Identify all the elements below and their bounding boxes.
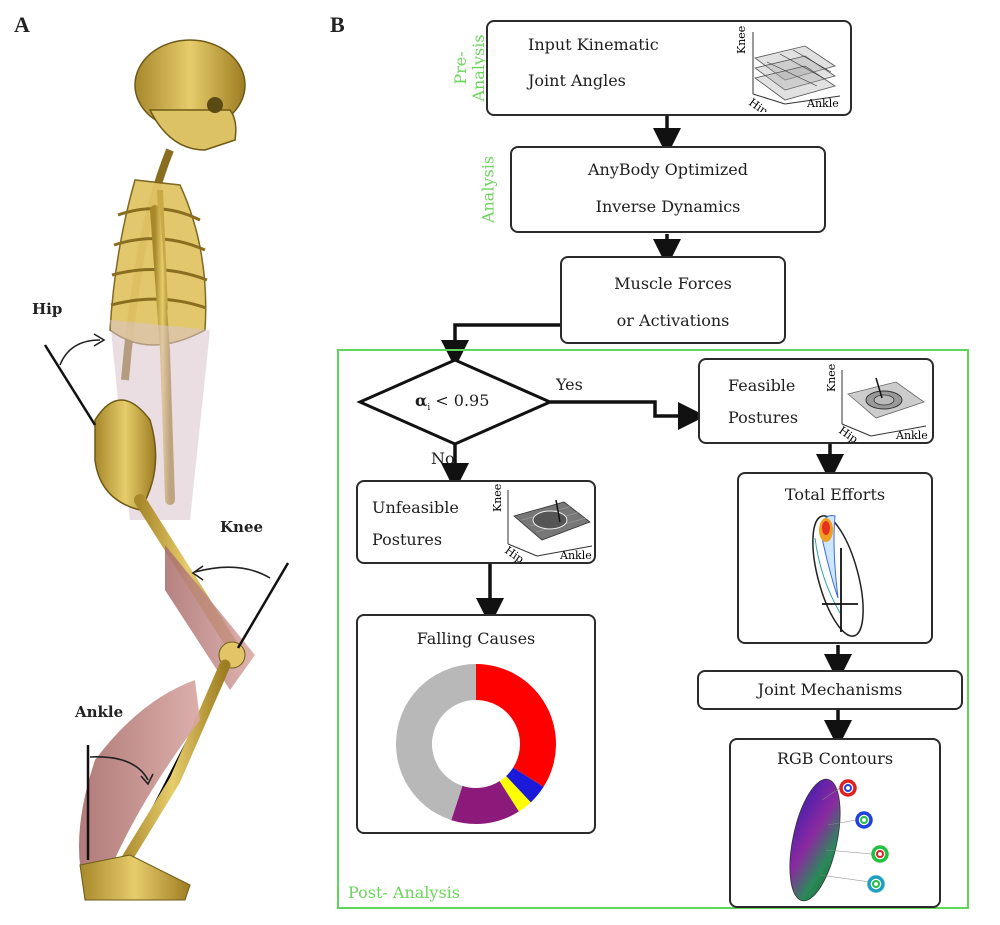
anybody-line2: Inverse Dynamics [595,197,741,216]
foot [79,854,191,901]
anybody-box [510,146,826,233]
stacked-planes-plot: Knee Hip Ankle [735,26,841,112]
unfeasible-ankle-axis: Ankle [559,549,592,562]
muscle-forces-box [560,256,786,344]
muscle-line1: Muscle Forces [614,274,732,293]
calf-muscle [79,680,200,870]
joint-mechanisms-title: Joint Mechanisms [757,680,903,699]
input-line2: Joint Angles [528,71,626,90]
post-analysis-label: Post- Analysis [348,883,460,902]
post-analysis-frame [337,349,969,909]
skeleton-illustration [43,39,290,901]
feasible-hip-axis: Hip [836,424,860,442]
unfeasible-postures-box [356,480,596,564]
analysis-label: Analysis [478,155,498,224]
knee-angle-marker [191,562,290,649]
total-efforts-title: Total Efforts [784,485,886,504]
feasible-ankle-axis: Ankle [895,429,928,442]
unfeasible-hip-axis: Hip [502,544,526,562]
falling-causes-donut [396,664,556,824]
rgb-contour-graphic [789,778,889,902]
feasible-knee-axis: Knee [826,364,838,392]
unfeasible-knee-axis: Knee [492,484,504,512]
unfeasible-line2: Postures [372,530,443,549]
donut-segment-purple [451,781,519,824]
donut-segment-gray [396,664,476,821]
rgb-contours-title: RGB Contours [776,749,894,768]
muscle-line2: or Activations [616,311,730,330]
panel-b-label: B [330,12,345,37]
hip-label: Hip [32,300,63,318]
yes-label: Yes [556,375,583,394]
pelvis [94,399,157,511]
feasible-line1: Feasible [728,376,796,395]
falling-causes-title: Falling Causes [416,629,536,648]
pre-analysis-label: Pre-Analysis [451,34,488,102]
input-knee-axis: Knee [735,26,748,54]
feasible-line2: Postures [728,408,799,427]
input-line1: Input Kinematic [528,35,659,54]
panel-a-label: A [14,12,30,37]
joint-mechanisms-box [697,670,963,710]
input-kinematic-box [486,20,852,116]
decision-text: αi < 0.95 [415,391,490,414]
anybody-line1: AnyBody Optimized [588,160,748,179]
unfeasible-line1: Unfeasible [372,498,459,517]
donut-segment-blue [506,767,544,803]
input-ankle-axis: Ankle [806,97,839,110]
ankle-angle-marker [86,745,154,860]
donut-segment-yellow [499,776,531,812]
donut-segment-red [476,664,556,787]
skull [134,39,246,151]
decision-diamond [356,358,554,446]
knee-label: Knee [220,518,264,536]
hip-angle-marker [43,333,106,426]
unfeasible-surface-plot: Knee Hip Ankle [492,484,593,562]
feasible-surface-plot: Knee Hip Ankle [826,364,928,442]
no-label: No [431,449,455,468]
ankle-label: Ankle [75,703,124,721]
total-efforts-contour [812,515,864,637]
